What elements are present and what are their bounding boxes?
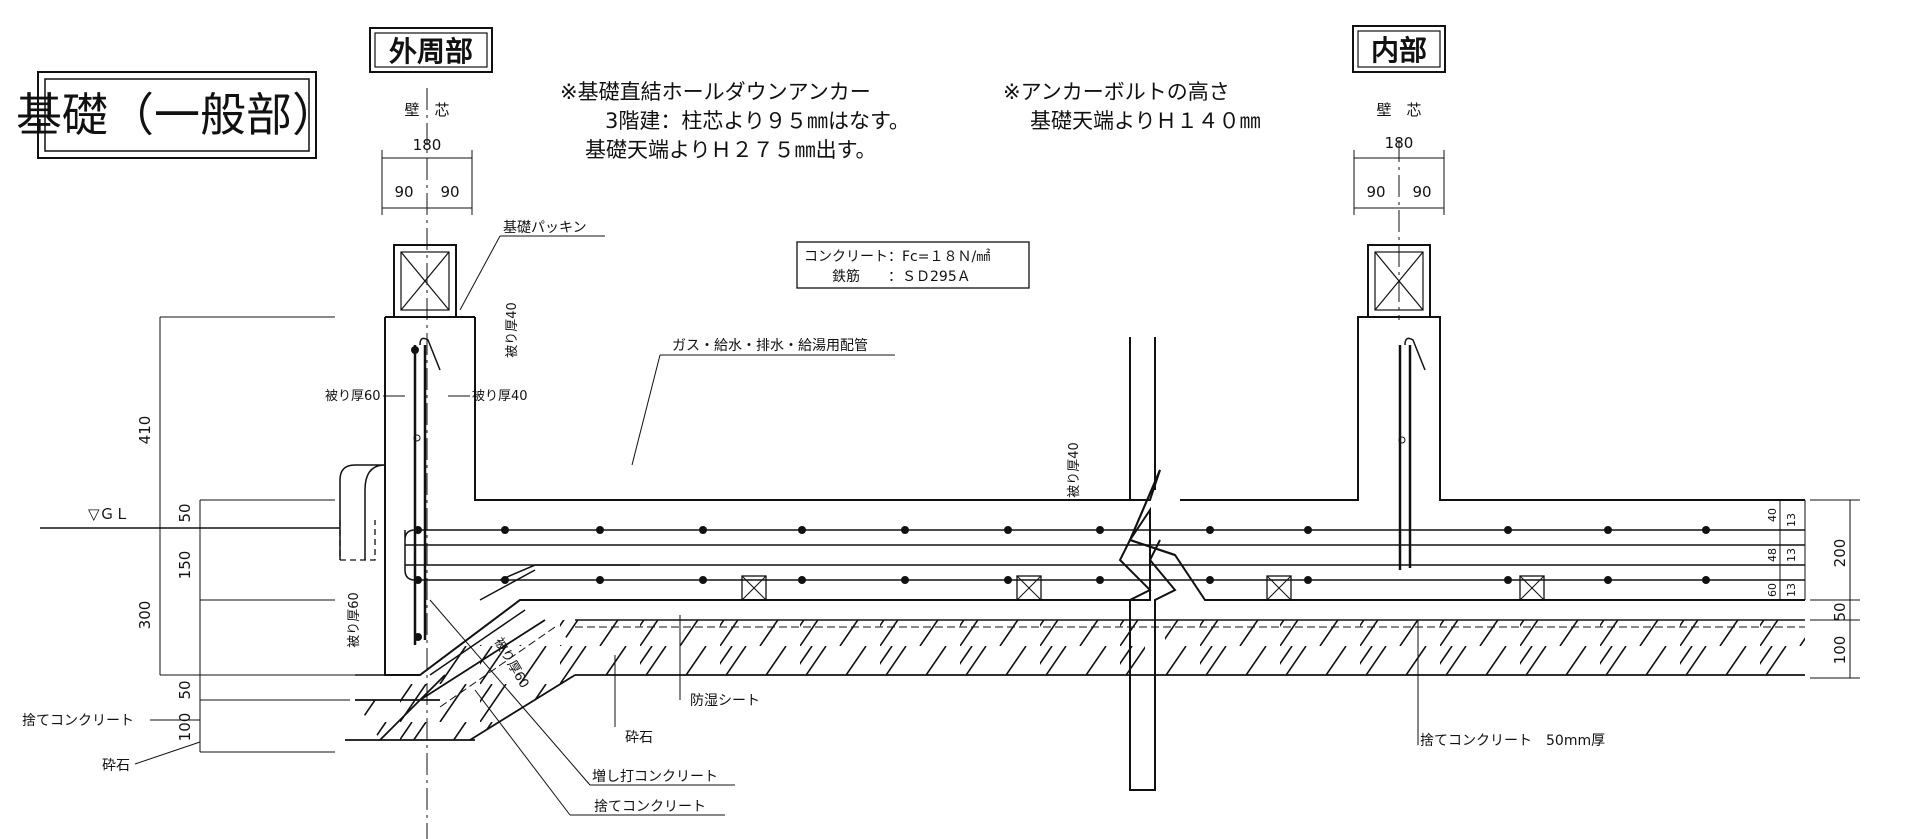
slab-dim-48: 48 [1766,548,1779,562]
bolt-note-line2: 基礎天端よりＨ１４０㎜ [1030,109,1261,133]
ground-level: ▽ＧＬ [40,505,340,529]
dim-300: 300 [136,601,154,630]
dim-100-bottom: 100 [176,713,194,742]
slab-dim-60: 60 [1766,583,1779,597]
gl-label: ▽ＧＬ [88,505,130,523]
callouts: 基礎パッキン ガス・給水・排水・給湯用配管 被り厚60 被り厚40 被り厚40 … [22,219,1605,816]
rebar-dots [411,346,1710,641]
outer-section-label: 外周部 [369,27,493,73]
materials-rebar: 鉄筋 ：ＳＤ295Ａ [832,268,971,285]
page-title: 基礎（一般部） [16,88,338,142]
blinding-right-label: 捨てコンクリート 50mm厚 [1420,732,1605,749]
cover40-top-label: 被り厚40 [505,302,520,358]
outer-wall-center-dims: 壁 芯 180 90 90 [381,88,473,839]
bolt-note-line1: ※アンカーボルトの高さ [1003,80,1230,104]
dim-150: 150 [176,551,194,580]
dim-50-bottom: 50 [176,680,194,699]
dim-200: 200 [1831,539,1849,568]
outer-dim-90-left: 90 [394,183,413,201]
anchor-note-line2: 3階建：柱芯より９５㎜はなす。 [605,109,910,133]
extra-concrete-label: 増し打コンクリート [592,768,718,785]
anchor-note-line1: ※基礎直結ホールダウンアンカー [560,80,871,104]
blinding-bottom-label: 捨てコンクリート [594,798,706,815]
dim-50-right: 50 [1831,602,1849,621]
left-dimension-chain: 410 50 150 300 50 100 [136,316,375,753]
dim-410: 410 [136,416,154,445]
cover60-left-label: 被り厚60 [325,389,381,404]
dim-100-right: 100 [1831,636,1849,665]
inner-foundation [1128,316,1806,600]
blinding-left-label: 捨てコンクリート [22,712,134,729]
inner-dim-90-right: 90 [1412,183,1431,201]
anchor-note-line3: 基礎天端よりＨ２７５㎜出す。 [585,138,876,162]
inner-section-label: 内部 [1352,25,1446,73]
packing-label: 基礎パッキン [503,219,587,236]
slab-dim-13b: 13 [1785,548,1798,562]
right-dimension-chain: 200 50 100 [1810,499,1860,679]
materials-box: コンクリート：Fc=１８Ｎ/㎟ 鉄筋 ：ＳＤ295Ａ [796,241,1030,289]
spacer-blocks [741,575,1545,601]
title-box: 基礎（一般部） [16,71,338,159]
inner-dim-90-left: 90 [1366,183,1385,201]
anchor-note: ※基礎直結ホールダウンアンカー 3階建：柱芯より９５㎜はなす。 基礎天端よりＨ２… [560,80,910,162]
outer-label: 外周部 [389,35,473,68]
slab-dim-13c: 13 [1785,583,1798,597]
inner-label: 内部 [1371,34,1427,67]
piping-label: ガス・給水・排水・給湯用配管 [672,337,868,354]
cover60-bottom-label: 被り厚60 [347,592,362,648]
moisture-sheet-label: 防湿シート [690,693,760,709]
inner-wall-center-dims: 壁 芯 180 90 90 [1353,101,1445,320]
cover40-slab-label: 被り厚40 [1067,442,1082,498]
materials-concrete: コンクリート：Fc=１８Ｎ/㎟ [804,249,990,265]
outer-sill-packing [393,244,457,318]
gravel-left-label: 砕石 [102,758,130,774]
gravel-mid-label: 砕石 [625,730,653,746]
cover40-inner-label: 被り厚40 [472,389,528,404]
slab-dim-13a: 13 [1785,513,1798,527]
outer-dim-90-right: 90 [440,183,459,201]
rebar [404,337,1805,645]
inner-wall-center-label: 壁 芯 [1376,101,1421,119]
slab-cover-dims: 40 13 48 13 60 13 [1766,500,1798,600]
bolt-note: ※アンカーボルトの高さ 基礎天端よりＨ１４０㎜ [1003,80,1261,133]
dim-50-gl: 50 [176,503,194,522]
slab-dim-40: 40 [1766,508,1779,522]
pipe-sleeve [339,337,1177,791]
gravel-hatch [345,619,1805,741]
